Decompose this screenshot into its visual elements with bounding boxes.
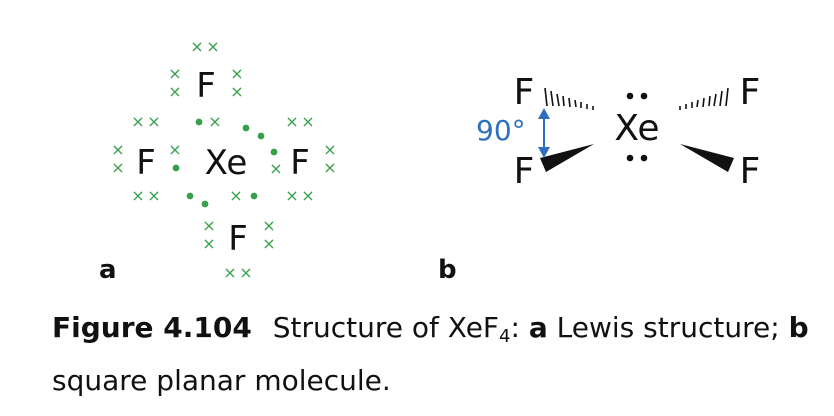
- lone-pair-mark: ×: [168, 64, 181, 83]
- bond-angle-marker: 90°: [476, 108, 550, 158]
- caption-part-b-text: square planar molecule.: [52, 364, 391, 397]
- f-atom-bottom: F: [228, 219, 248, 259]
- hashed-wedge-upper-right: [679, 87, 729, 110]
- lone-pair-mark: ×: [301, 186, 314, 205]
- xe-atom-3d: Xe: [614, 108, 659, 149]
- f-atom-left: F: [136, 143, 156, 183]
- lone-pair-mark: ×: [230, 82, 243, 101]
- f-atom-lower-left: F: [514, 151, 535, 192]
- lone-pair-mark: ×: [168, 82, 181, 101]
- xef4-structure-figure: Xe F F F F × × × × × × × × × × × × × × ×…: [99, 37, 760, 285]
- bond-electron-cross: ×: [208, 112, 221, 131]
- xe-atom-lewis: Xe: [205, 143, 248, 183]
- figure-caption: Figure 4.104 Structure of XeF4: a Lewis …: [52, 306, 822, 403]
- f-atom-upper-left: F: [514, 72, 535, 113]
- lone-pair-mark: ×: [131, 112, 144, 131]
- xe-lone-electron: [186, 192, 194, 200]
- bond-electron-cross: ×: [168, 140, 181, 159]
- xe-lone-electron: [257, 132, 265, 140]
- lone-pair-mark: ×: [190, 37, 203, 56]
- f-atom-upper-right: F: [740, 72, 761, 113]
- solid-wedge-lower-left: [540, 144, 594, 172]
- bond-electron-dot: [172, 164, 180, 172]
- caption-title-subscript: 4: [499, 326, 511, 347]
- lone-pair-mark: ×: [285, 186, 298, 205]
- lone-pair-mark: ×: [147, 186, 160, 205]
- hashed-wedge-upper-left: [544, 87, 594, 110]
- lone-pair-mark: ×: [323, 140, 336, 159]
- square-planar-structure: Xe F F F F: [476, 72, 760, 192]
- lone-pair-mark: ×: [285, 112, 298, 131]
- caption-title-prefix: Structure of XeF: [272, 311, 500, 344]
- xe-lone-electron: [626, 154, 634, 162]
- f-top-lone-pairs: × × × × × ×: [168, 37, 243, 101]
- lone-pair-mark: ×: [147, 112, 160, 131]
- f-left-lone-pairs: × × × × × ×: [111, 112, 160, 205]
- f-right-lone-pairs: × × × × × ×: [285, 112, 336, 205]
- xe-lone-electron: [201, 200, 209, 208]
- lone-pair-mark: ×: [206, 37, 219, 56]
- lone-pair-mark: ×: [262, 216, 275, 235]
- f-atom-right: F: [290, 143, 310, 183]
- panel-label-b: b: [438, 255, 457, 285]
- bond-electron-dot: [195, 118, 203, 126]
- lone-pair-mark: ×: [262, 234, 275, 253]
- lone-pair-mark: ×: [323, 158, 336, 177]
- lone-pair-mark: ×: [111, 140, 124, 159]
- xe-lone-electron: [640, 154, 648, 162]
- lone-pair-mark: ×: [202, 234, 215, 253]
- lone-pair-mark: ×: [239, 263, 252, 282]
- caption-title-suffix: :: [510, 311, 520, 344]
- lone-pair-mark: ×: [111, 158, 124, 177]
- f-atom-top: F: [196, 66, 216, 106]
- f-bottom-lone-pairs: × × × × × ×: [202, 216, 275, 282]
- figure-number: Figure 4.104: [52, 311, 252, 344]
- lone-pair-mark: ×: [131, 186, 144, 205]
- panel-label-a: a: [99, 255, 117, 285]
- lone-pair-mark: ×: [301, 112, 314, 131]
- lone-pair-mark: ×: [202, 216, 215, 235]
- bond-electron-cross: ×: [229, 186, 242, 205]
- xe-lone-electron: [640, 92, 648, 100]
- angle-label: 90°: [476, 114, 526, 147]
- xe-lone-pairs-lewis: [186, 124, 265, 208]
- f-atom-lower-right: F: [740, 151, 761, 192]
- bond-electron-dot: [270, 148, 278, 156]
- bonding-pairs: × × × ×: [168, 112, 282, 205]
- lone-pair-mark: ×: [230, 64, 243, 83]
- solid-wedge-lower-right: [680, 144, 734, 172]
- xe-lone-electron: [242, 124, 250, 132]
- lone-pair-mark: ×: [223, 263, 236, 282]
- caption-part-b-letter: b: [788, 311, 809, 344]
- bond-electron-cross: ×: [269, 159, 282, 178]
- bond-electron-dot: [250, 192, 258, 200]
- xe-lone-electron: [626, 92, 634, 100]
- caption-part-a-text: Lewis structure;: [556, 311, 780, 344]
- lewis-structure: Xe F F F F × × × × × × × × × × × × × × ×…: [111, 37, 336, 282]
- caption-part-a-letter: a: [528, 311, 548, 344]
